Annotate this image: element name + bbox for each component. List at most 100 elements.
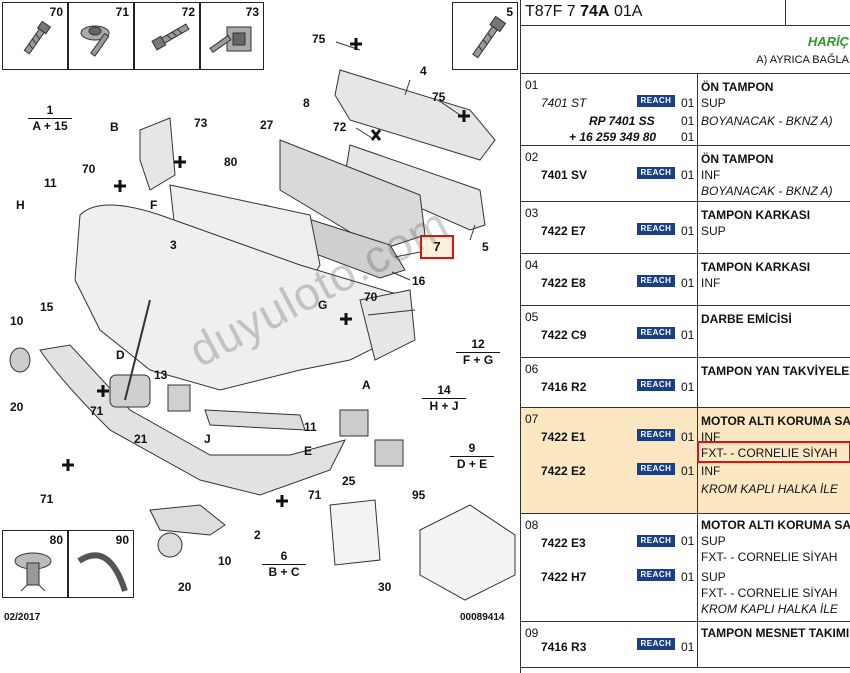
parts-row-04[interactable]: 04 TAMPON KARKASI 7422 E8 REACH 01 INF: [521, 254, 850, 306]
callout-73[interactable]: 73: [194, 116, 208, 130]
part-title: TAMPON KARKASI: [701, 260, 811, 274]
part-ref[interactable]: 7422 H7: [541, 570, 586, 584]
callout-30[interactable]: 30: [378, 580, 392, 594]
part-title: MOTOR ALTI KORUMA SA: [701, 518, 850, 532]
callout-25[interactable]: 25: [342, 474, 356, 488]
callout-B[interactable]: B: [110, 120, 119, 134]
callout-D[interactable]: D: [116, 348, 125, 362]
reach-badge: REACH: [637, 569, 675, 581]
part-ref-text: 7422 E8: [541, 276, 586, 290]
callout-20-b[interactable]: 20: [178, 580, 192, 594]
callout-group-14[interactable]: 14 H + J: [422, 384, 466, 413]
callout-10-b[interactable]: 10: [218, 554, 232, 568]
parts-row-09[interactable]: 09 TAMPON MESNET TAKIMI 7416 R3 REACH 01: [521, 622, 850, 668]
part-qty: 01: [681, 96, 695, 110]
callout-16[interactable]: 16: [412, 274, 426, 288]
parts-row-05[interactable]: 05 DARBE EMİCİSİ 7422 C9 REACH 01: [521, 306, 850, 358]
callout-11-a[interactable]: 11: [44, 176, 57, 190]
callout-2[interactable]: 2: [254, 528, 261, 542]
callout-11-b[interactable]: 11: [304, 420, 317, 434]
part-title: TAMPON MESNET TAKIMI: [701, 626, 850, 640]
group-bottom: A + 15: [32, 119, 68, 133]
callout-71-a[interactable]: 71: [90, 404, 104, 418]
thumb-71[interactable]: 71: [68, 2, 134, 70]
part-qty: 01: [681, 276, 695, 290]
part-ref[interactable]: 7422 E1: [541, 430, 586, 444]
screw-icon: [151, 23, 190, 51]
callout-H[interactable]: H: [16, 198, 25, 212]
thumb-72[interactable]: 72: [134, 2, 200, 70]
callout-3[interactable]: 3: [170, 238, 177, 252]
callout-A[interactable]: A: [362, 378, 371, 392]
part-ref[interactable]: 7422 C9: [541, 328, 586, 342]
thumb-number: 5: [506, 5, 513, 19]
callout-group-1[interactable]: 1 A + 15: [28, 104, 72, 133]
callout-21[interactable]: 21: [134, 432, 148, 446]
row-number: 09: [525, 626, 539, 640]
thumb-73[interactable]: 73: [200, 2, 264, 70]
callout-G[interactable]: G: [318, 298, 328, 312]
code-prefix: T87F 7: [525, 3, 581, 20]
row-divider: [697, 358, 698, 407]
part-clip-25b: [374, 439, 404, 467]
part-fog-trim-10: [149, 504, 226, 536]
callout-group-9[interactable]: 9 D + E: [450, 442, 494, 471]
callout-75-b[interactable]: 75: [432, 90, 446, 104]
part-ref[interactable]: 7422 E3: [541, 536, 586, 550]
callout-71-c[interactable]: 71: [308, 488, 322, 502]
row-divider: [697, 622, 698, 667]
part-title: MOTOR ALTI KORUMA SA: [701, 414, 850, 428]
part-ref[interactable]: RP 7401 SS: [589, 114, 655, 128]
part-ref[interactable]: 7401 ST: [541, 96, 587, 110]
callout-group-6[interactable]: 6 B + C: [262, 550, 306, 579]
callout-7-highlighted[interactable]: 7: [420, 235, 454, 259]
washer-screw-icon: [80, 25, 110, 57]
part-ref[interactable]: 7416 R3: [541, 640, 586, 654]
parts-row-08[interactable]: 08 MOTOR ALTI KORUMA SA 7422 E3 REACH 01…: [521, 514, 850, 622]
callout-80[interactable]: 80: [224, 155, 238, 169]
part-light-trim: [204, 409, 306, 431]
callout-8[interactable]: 8: [303, 96, 310, 110]
part-desc: FXT- - CORNELIE SİYAH: [701, 586, 838, 600]
callout-group-12[interactable]: 12 F + G: [456, 338, 500, 367]
part-desc: FXT- - CORNELIE SİYAH: [701, 550, 838, 564]
callout-4[interactable]: 4: [420, 64, 427, 78]
part-bracket-b: [139, 117, 176, 191]
parts-row-06[interactable]: 06 TAMPON YAN TAKVİYELER 7416 R2 REACH 0…: [521, 358, 850, 408]
callout-E[interactable]: E: [304, 444, 313, 458]
callout-5[interactable]: 5: [482, 240, 489, 254]
callout-J[interactable]: J: [204, 432, 211, 446]
part-title: TAMPON YAN TAKVİYELER: [701, 364, 850, 378]
callout-70-a[interactable]: 70: [82, 162, 96, 176]
parts-row-03[interactable]: 03 TAMPON KARKASI 7422 E7 REACH 01 SUP: [521, 202, 850, 254]
part-title: ÖN TAMPON: [701, 80, 774, 94]
callout-20-a[interactable]: 20: [10, 400, 24, 414]
callout-27[interactable]: 27: [260, 118, 274, 132]
callout-13[interactable]: 13: [154, 368, 168, 382]
parts-row-02[interactable]: 02 ÖN TAMPON 7401 SV REACH 01 INF BOYANA…: [521, 146, 850, 202]
callout-75-a[interactable]: 75: [312, 32, 326, 46]
thumb-80[interactable]: 80: [2, 530, 68, 598]
part-ref[interactable]: + 16 259 349 80: [569, 130, 656, 144]
thumb-5[interactable]: 5: [452, 2, 518, 70]
reach-badge: REACH: [637, 275, 675, 287]
part-ref[interactable]: 7422 E8: [541, 276, 586, 290]
callout-72[interactable]: 72: [333, 120, 347, 134]
catalog-code: T87F 7 74A 01A: [525, 3, 642, 21]
callout-70-b[interactable]: 70: [364, 290, 378, 304]
thumb-70[interactable]: 70: [2, 2, 68, 70]
part-desc: BOYANACAK - BKNZ A): [701, 184, 833, 198]
callout-95[interactable]: 95: [412, 488, 426, 502]
part-ref[interactable]: 7416 R2: [541, 380, 586, 394]
parts-row-01[interactable]: 01 ÖN TAMPON 7401 ST REACH 01 SUP RP 740…: [521, 74, 850, 146]
reach-badge: REACH: [637, 327, 675, 339]
part-ref[interactable]: 7422 E7: [541, 224, 586, 238]
part-ref[interactable]: 7422 E2: [541, 464, 586, 478]
callout-71-b[interactable]: 71: [40, 492, 54, 506]
thumb-90[interactable]: 90: [68, 530, 134, 598]
callout-10-a[interactable]: 10: [10, 314, 24, 328]
row-divider: [697, 202, 698, 253]
callout-F[interactable]: F: [150, 198, 158, 212]
callout-15[interactable]: 15: [40, 300, 54, 314]
part-ref[interactable]: 7401 SV: [541, 168, 587, 182]
